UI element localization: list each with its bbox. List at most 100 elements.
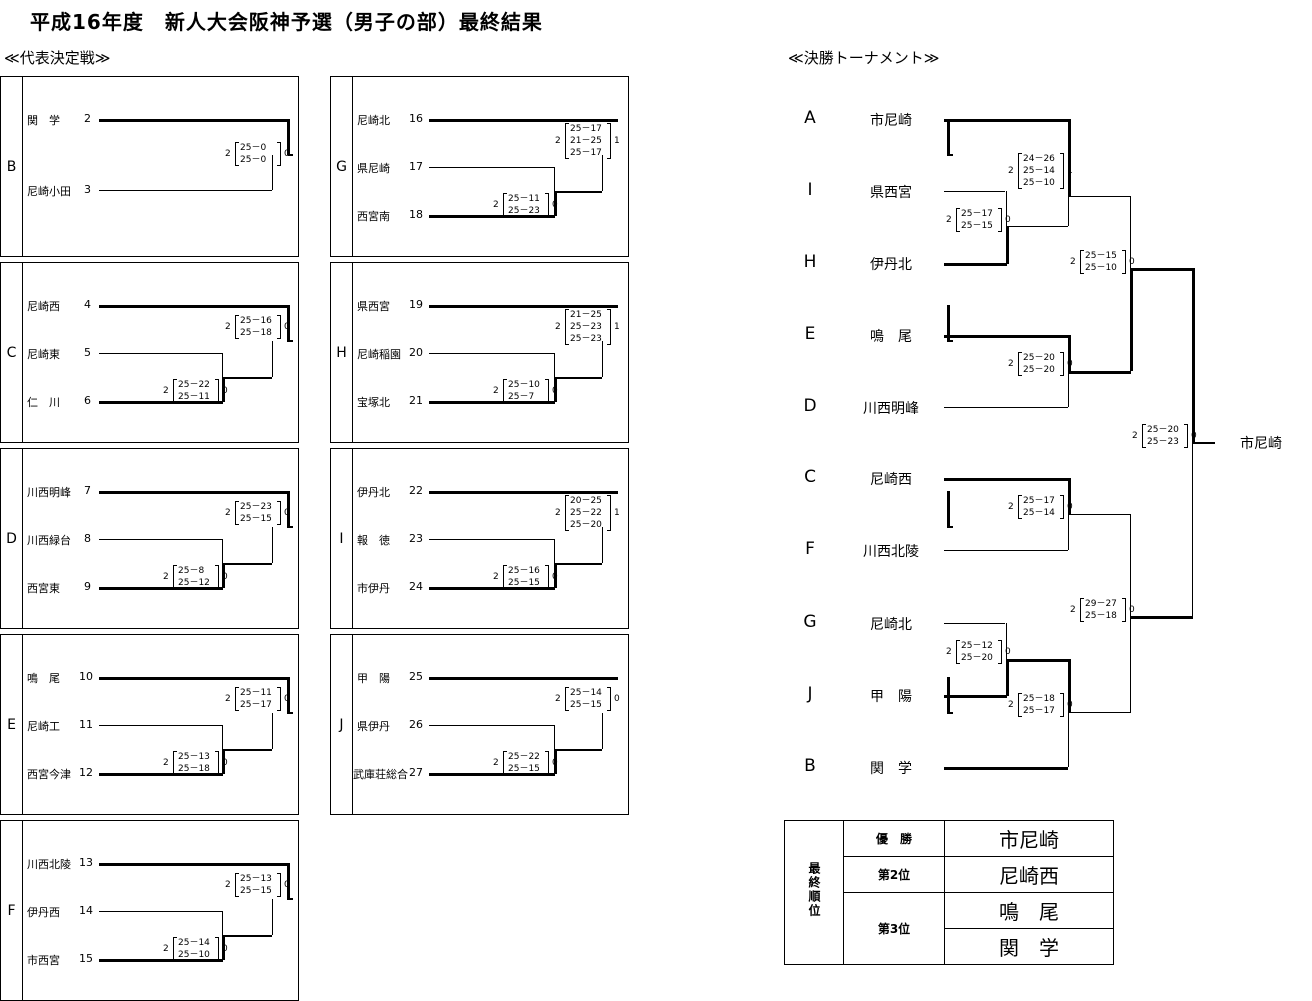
score-winner-sets: 2 — [493, 200, 499, 210]
score-bracket — [607, 495, 611, 531]
finalist-name: 関 学 — [870, 761, 912, 777]
team-name: 西宮東 — [27, 582, 60, 595]
score-winner-sets: 2 — [1070, 257, 1076, 267]
set-score: 25－23 — [508, 206, 540, 216]
team-name: 伊丹北 — [357, 486, 390, 499]
final-bracket-line — [1130, 196, 1131, 268]
score-loser-sets: 1 — [614, 508, 620, 518]
score-loser-sets: 0 — [552, 200, 558, 210]
score-bracket — [607, 123, 611, 159]
set-score: 25－18 — [1023, 694, 1055, 704]
score-winner-sets: 2 — [1008, 502, 1014, 512]
winner-line — [554, 377, 602, 379]
winner-line — [99, 119, 288, 122]
team-seed: 23 — [409, 532, 423, 545]
score-winner-sets: 2 — [555, 694, 561, 704]
finalist-name: 市尼崎 — [870, 113, 912, 129]
score-bracket — [1142, 424, 1146, 448]
winner-line — [429, 491, 618, 494]
score-loser-sets: 0 — [552, 386, 558, 396]
team-seed: 3 — [84, 183, 91, 196]
winner-line — [287, 305, 290, 341]
bracket-line — [602, 527, 603, 563]
final-bracket-line — [1068, 196, 1131, 197]
score-bracket — [545, 193, 549, 217]
score-loser-sets: 1 — [614, 136, 620, 146]
team-seed: 5 — [84, 346, 91, 359]
team-name: 関 学 — [27, 114, 60, 127]
set-score: 25－20 — [1023, 353, 1055, 363]
winner-line — [554, 563, 557, 588]
score-loser-sets: 0 — [222, 758, 228, 768]
score-winner-sets: 2 — [1008, 166, 1014, 176]
group-label: J — [331, 635, 353, 814]
score-loser-sets: 0 — [1067, 359, 1073, 369]
final-section-title: ≪決勝トーナメント≫ — [788, 49, 940, 67]
score-winner-sets: 2 — [163, 572, 169, 582]
final-bracket-line — [1006, 226, 1009, 264]
winner-line — [947, 305, 950, 341]
winner-line — [222, 935, 225, 960]
final-bracket-line — [1006, 191, 1007, 226]
set-score: 25－15 — [508, 764, 540, 774]
score-bracket — [235, 873, 239, 897]
team-name: 鳴 尾 — [27, 672, 60, 685]
bracket-line — [272, 341, 273, 377]
team-line — [429, 587, 555, 590]
score-bracket — [215, 937, 219, 961]
winner-line — [429, 119, 618, 122]
winner-line — [287, 491, 290, 527]
score-winner-sets: 2 — [493, 572, 499, 582]
team-seed: 2 — [84, 112, 91, 125]
winner-line — [429, 305, 618, 308]
score-loser-sets: 1 — [1067, 166, 1073, 176]
team-name: 県尼崎 — [357, 162, 390, 175]
score-bracket — [503, 379, 507, 403]
team-line — [99, 539, 223, 540]
bracket-line — [602, 713, 603, 749]
team-line — [99, 401, 223, 404]
score-loser-sets: 0 — [1067, 700, 1073, 710]
score-bracket — [1018, 495, 1022, 519]
set-score: 25－23 — [570, 334, 602, 344]
set-score: 25－12 — [961, 641, 993, 651]
set-score: 25－13 — [178, 752, 210, 762]
final-bracket-line — [1068, 335, 1071, 371]
team-name: 市伊丹 — [357, 582, 390, 595]
champion-name: 市尼崎 — [1240, 436, 1282, 452]
set-score: 25－18 — [1085, 611, 1117, 621]
team-name: 尼崎北 — [357, 114, 390, 127]
score-winner-sets: 2 — [946, 647, 952, 657]
ranking-header: 最終順位 — [784, 820, 844, 965]
final-bracket-line — [1068, 478, 1071, 514]
final-bracket-line — [944, 623, 1005, 624]
final-bracket-line — [1130, 268, 1133, 371]
set-score: 25－18 — [240, 328, 272, 338]
bracket-line — [602, 155, 603, 191]
rank-place-1: 優 勝 — [843, 820, 945, 857]
score-loser-sets: 0 — [284, 508, 290, 518]
set-score: 25－17 — [961, 209, 993, 219]
final-bracket-line — [1192, 442, 1215, 444]
set-score: 25－10 — [178, 950, 210, 960]
team-name: 川西明峰 — [27, 486, 71, 499]
score-winner-sets: 2 — [1008, 359, 1014, 369]
score-loser-sets: 0 — [1005, 215, 1011, 225]
set-score: 25－20 — [961, 653, 993, 663]
score-bracket — [1018, 693, 1022, 717]
set-score: 25－17 — [570, 148, 602, 158]
team-seed: 11 — [79, 718, 93, 731]
team-name: 尼崎稲園 — [357, 348, 401, 361]
